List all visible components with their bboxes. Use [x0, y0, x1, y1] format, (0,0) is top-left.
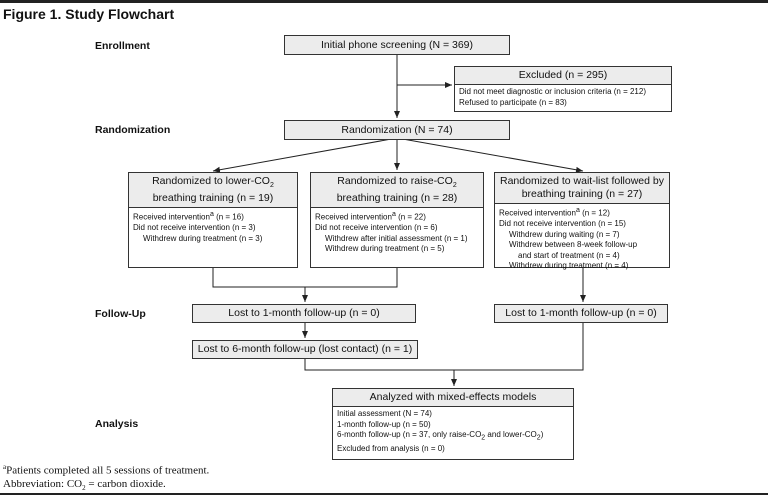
raise-co2-title: Randomized to raise-CO2 breathing traini…	[311, 173, 483, 209]
waitlist-withdrew-treatment: Withdrew during treatment (n = 4)	[509, 261, 629, 271]
lower-co2-box: Randomized to lower-CO2 breathing traini…	[128, 172, 298, 268]
footnote-a: aPatients completed all 5 sessions of tr…	[3, 463, 210, 477]
raise-not-received: Did not receive intervention (n = 6)	[315, 223, 438, 233]
waitlist-not-received: Did not receive intervention (n = 15)	[499, 219, 626, 229]
stage-follow-up: Follow-Up	[95, 308, 146, 320]
lower-co2-title: Randomized to lower-CO2 breathing traini…	[129, 173, 297, 209]
top-rule	[0, 0, 768, 3]
analyzed-6month: 6-month follow-up (n = 37, only raise-CO…	[337, 430, 544, 442]
waitlist-title: Randomized to wait-list followed by brea…	[495, 173, 669, 204]
screening-text: Initial phone screening (N = 369)	[320, 39, 474, 51]
analyzed-title: Analyzed with mixed-effects models	[333, 389, 573, 407]
screening-box: Initial phone screening (N = 369)	[284, 35, 510, 55]
lost-1month-right-box: Lost to 1-month follow-up (n = 0)	[494, 304, 668, 323]
lost-1month-left-text: Lost to 1-month follow-up (n = 0)	[228, 307, 380, 319]
analyzed-1month: 1-month follow-up (n = 50)	[337, 419, 431, 429]
raise-co2-box: Randomized to raise-CO2 breathing traini…	[310, 172, 484, 268]
excluded-line: Refused to participate (n = 83)	[459, 97, 567, 107]
footnote-abbreviation: Abbreviation: CO2 = carbon dioxide.	[3, 478, 166, 493]
waitlist-withdrew-between: Withdrew between 8-week follow-up	[509, 240, 638, 250]
lost-1month-left-box: Lost to 1-month follow-up (n = 0)	[192, 304, 416, 323]
lower-withdrew: Withdrew during treatment (n = 3)	[143, 233, 263, 243]
excluded-box: Excluded (n = 295) Did not meet diagnost…	[454, 66, 672, 112]
lost-6month-box: Lost to 6-month follow-up (lost contact)…	[192, 340, 418, 359]
stage-enrollment: Enrollment	[95, 40, 150, 52]
raise-received: Received interventiona (n = 22)	[315, 211, 426, 222]
randomization-text: Randomization (N = 74)	[341, 124, 453, 136]
stage-analysis: Analysis	[95, 418, 139, 430]
bottom-rule	[0, 493, 768, 495]
lower-not-received: Did not receive intervention (n = 3)	[133, 223, 256, 233]
lost-1month-right-text: Lost to 1-month follow-up (n = 0)	[505, 307, 657, 319]
excluded-line: Did not meet diagnostic or inclusion cri…	[459, 87, 646, 96]
stage-randomization: Randomization	[95, 124, 171, 136]
waitlist-received: Received interventiona (n = 12)	[499, 207, 610, 218]
analyzed-initial: Initial assessment (N = 74)	[337, 409, 432, 418]
waitlist-withdrew-between-cont: and start of treatment (n = 4)	[518, 250, 620, 260]
waitlist-box: Randomized to wait-list followed by brea…	[494, 172, 670, 270]
raise-withdrew-treatment: Withdrew during treatment (n = 5)	[325, 244, 445, 254]
randomization-box: Randomization (N = 74)	[284, 120, 510, 140]
analyzed-excluded: Excluded from analysis (n = 0)	[337, 444, 445, 454]
excluded-title: Excluded (n = 295)	[455, 67, 671, 85]
lower-received: Received interventiona (n = 16)	[133, 211, 244, 222]
figure-title: Figure 1. Study Flowchart	[3, 6, 175, 22]
waitlist-withdrew-waiting: Withdrew during waiting (n = 7)	[509, 229, 620, 239]
raise-withdrew-initial: Withdrew after initial assessment (n = 1…	[325, 233, 468, 243]
analyzed-box: Analyzed with mixed-effects models Initi…	[332, 388, 574, 460]
lost-6month-text: Lost to 6-month follow-up (lost contact)…	[197, 343, 413, 355]
